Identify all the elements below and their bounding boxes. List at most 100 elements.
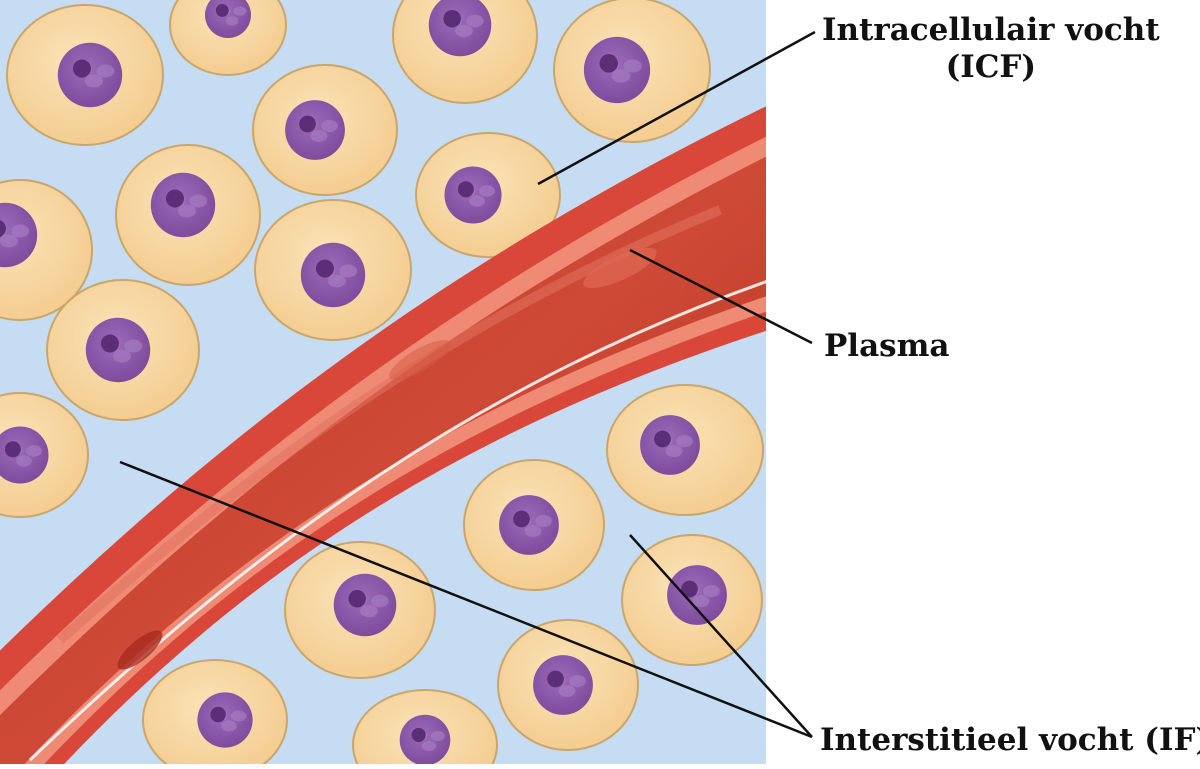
cell-nucleus bbox=[640, 415, 700, 475]
chromatin bbox=[84, 74, 104, 88]
chromatin bbox=[421, 740, 437, 752]
cell-nucleus bbox=[667, 565, 727, 625]
nucleolus bbox=[215, 3, 229, 17]
chromatin bbox=[623, 59, 642, 73]
nucleolus bbox=[411, 727, 426, 743]
chromatin bbox=[16, 455, 32, 467]
chromatin bbox=[360, 604, 378, 618]
cell bbox=[169, 0, 287, 76]
cell bbox=[497, 619, 639, 751]
nucleolus bbox=[315, 259, 334, 278]
chromatin bbox=[371, 594, 389, 608]
nucleolus bbox=[599, 54, 618, 73]
chromatin bbox=[558, 685, 576, 697]
chromatin bbox=[455, 24, 473, 38]
cell-nucleus bbox=[197, 692, 253, 748]
chromatin bbox=[478, 185, 495, 197]
nucleolus bbox=[72, 59, 91, 78]
cell bbox=[621, 534, 763, 666]
cell bbox=[0, 179, 93, 321]
plasma-label: Plasma bbox=[824, 328, 950, 364]
nucleolus bbox=[547, 670, 564, 688]
cell-nucleus bbox=[533, 655, 593, 715]
icf-label-line1: Intracellulair vocht bbox=[822, 12, 1160, 48]
cell-nucleus bbox=[499, 495, 559, 555]
cell-nucleus bbox=[333, 573, 397, 637]
nucleolus bbox=[348, 589, 366, 608]
cell-nucleus bbox=[285, 100, 345, 160]
chromatin bbox=[692, 595, 710, 607]
cell bbox=[6, 4, 164, 146]
cell bbox=[142, 659, 288, 764]
cell-nucleus bbox=[85, 317, 151, 383]
chromatin bbox=[225, 16, 239, 26]
chromatin bbox=[466, 14, 484, 28]
cell-nucleus bbox=[0, 426, 49, 484]
chromatin bbox=[611, 69, 631, 83]
cell bbox=[352, 689, 498, 764]
chromatin bbox=[676, 435, 693, 447]
chromatin bbox=[703, 585, 720, 597]
chromatin bbox=[112, 349, 132, 363]
red-blood-cell bbox=[117, 630, 163, 670]
icf-leader-line bbox=[537, 30, 816, 186]
cell bbox=[254, 199, 412, 341]
chromatin bbox=[189, 194, 208, 208]
nucleolus bbox=[0, 220, 6, 238]
leader-lines bbox=[119, 30, 816, 739]
nucleolus bbox=[165, 189, 184, 208]
cell-nucleus bbox=[583, 36, 651, 104]
plasma-lumen bbox=[0, 156, 766, 764]
icf-label: Intracellulair vocht (ICF) bbox=[822, 12, 1160, 86]
icf-label-line2: (ICF) bbox=[945, 49, 1037, 86]
interstitial-fluid-label: Interstitieel vocht (IF) bbox=[820, 722, 1200, 758]
chromatin bbox=[230, 710, 247, 722]
chromatin bbox=[11, 224, 30, 238]
chromatin bbox=[339, 264, 358, 278]
cells-layer bbox=[0, 0, 764, 764]
cell bbox=[252, 64, 398, 196]
cell bbox=[0, 392, 89, 518]
chromatin bbox=[0, 234, 19, 248]
cell bbox=[553, 0, 711, 143]
red-blood-cell bbox=[389, 340, 451, 380]
chromatin bbox=[535, 515, 552, 527]
chromatin bbox=[569, 675, 586, 687]
cell bbox=[415, 132, 561, 258]
chromatin bbox=[233, 6, 247, 16]
cell bbox=[115, 144, 261, 286]
chromatin bbox=[524, 525, 542, 537]
chromatin bbox=[221, 720, 237, 732]
chromatin bbox=[321, 120, 338, 132]
cell bbox=[284, 541, 436, 679]
if-leader-line-left bbox=[119, 460, 813, 739]
cell-nucleus bbox=[300, 242, 366, 308]
cell bbox=[463, 459, 605, 591]
blood-vessel bbox=[0, 106, 766, 764]
nucleolus bbox=[100, 334, 119, 353]
cell bbox=[606, 384, 764, 516]
chromatin bbox=[25, 445, 42, 457]
chromatin bbox=[96, 64, 115, 78]
chromatin bbox=[310, 130, 328, 142]
nucleolus bbox=[681, 580, 698, 598]
if-leader-line-right bbox=[629, 534, 813, 738]
cell-nucleus bbox=[150, 172, 216, 238]
vessel-highlight bbox=[56, 205, 722, 644]
nucleolus bbox=[457, 181, 474, 198]
chromatin bbox=[469, 195, 485, 207]
chromatin bbox=[430, 730, 445, 742]
chromatin bbox=[665, 445, 683, 457]
red-blood-cell bbox=[583, 247, 657, 289]
plasma-leader-line bbox=[629, 248, 813, 345]
chromatin bbox=[124, 339, 143, 353]
cell bbox=[392, 0, 538, 104]
nucleolus bbox=[210, 706, 226, 723]
chromatin bbox=[327, 274, 347, 288]
nucleolus bbox=[443, 9, 461, 28]
nucleolus bbox=[4, 441, 21, 458]
nucleolus bbox=[513, 510, 530, 528]
chromatin bbox=[177, 204, 197, 218]
